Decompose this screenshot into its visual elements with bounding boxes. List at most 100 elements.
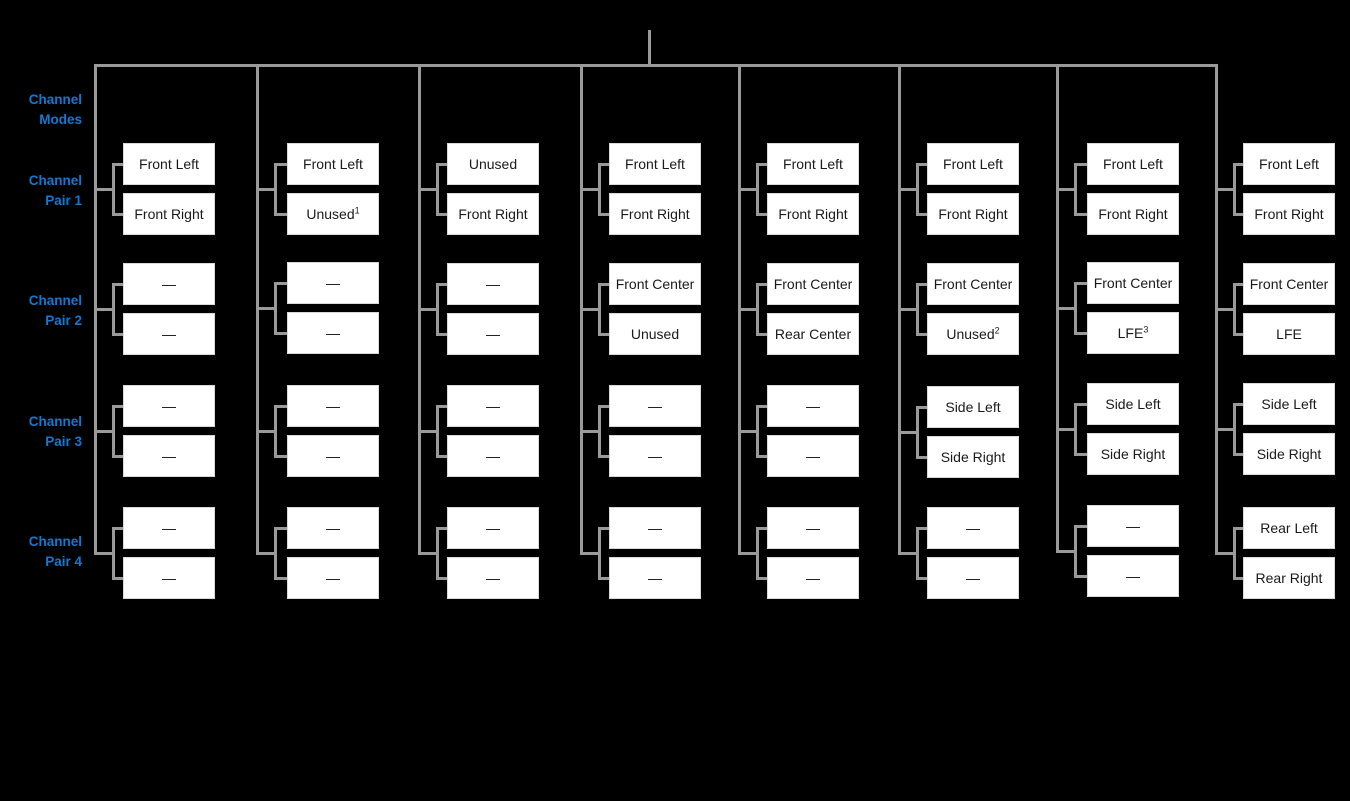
pair-bracket-mode-2-1 xyxy=(274,163,277,216)
leaf-wire-mode-3-3a xyxy=(436,405,447,408)
channel-box-mode-2-pair3-a[interactable]: — xyxy=(287,385,379,427)
pair-stem-mode-6-1 xyxy=(898,188,919,191)
channel-box-mode-1-pair3-a[interactable]: — xyxy=(123,385,215,427)
leaf-wire-mode-7-1b xyxy=(1074,213,1087,216)
channel-box-mode-7-pair3-b[interactable]: Side Right xyxy=(1087,433,1179,475)
channel-box-mode-1-pair2-b[interactable]: — xyxy=(123,313,215,355)
channel-box-label: LFE xyxy=(1276,326,1302,342)
pair-bracket-mode-7-4 xyxy=(1074,525,1077,578)
channel-box-mode-4-pair1-b[interactable]: Front Right xyxy=(609,193,701,235)
channel-box-mode-2-pair3-b[interactable]: — xyxy=(287,435,379,477)
channel-box-label: Unused1 xyxy=(306,205,360,222)
leaf-wire-mode-5-2a xyxy=(756,283,767,286)
leaf-wire-mode-2-4b xyxy=(274,577,287,580)
leaf-wire-mode-6-1a xyxy=(916,163,927,166)
channel-box-mode-5-pair3-b[interactable]: — xyxy=(767,435,859,477)
channel-box-mode-2-pair2-a[interactable]: — xyxy=(287,262,379,304)
channel-box-mode-5-pair2-b[interactable]: Rear Center xyxy=(767,313,859,355)
channel-box-label: — xyxy=(326,398,340,414)
leaf-wire-mode-1-4a xyxy=(112,527,123,530)
channel-box-mode-5-pair4-b[interactable]: — xyxy=(767,557,859,599)
channel-box-label: — xyxy=(326,448,340,464)
channel-box-label: — xyxy=(1126,518,1140,534)
channel-box-label: Unused2 xyxy=(946,325,1000,342)
channel-box-mode-1-pair4-a[interactable]: — xyxy=(123,507,215,549)
leaf-wire-mode-7-1a xyxy=(1074,163,1087,166)
channel-box-mode-1-pair2-a[interactable]: — xyxy=(123,263,215,305)
channel-box-mode-1-pair1-a[interactable]: Front Left xyxy=(123,143,215,185)
channel-box-mode-3-pair1-b[interactable]: Front Right xyxy=(447,193,539,235)
channel-box-mode-7-pair4-a[interactable]: — xyxy=(1087,505,1179,547)
channel-box-mode-3-pair3-a[interactable]: — xyxy=(447,385,539,427)
channel-box-mode-6-pair2-a[interactable]: Front Center xyxy=(927,263,1019,305)
channel-box-mode-4-pair3-b[interactable]: — xyxy=(609,435,701,477)
channel-box-mode-3-pair4-b[interactable]: — xyxy=(447,557,539,599)
channel-box-mode-2-pair2-b[interactable]: — xyxy=(287,312,379,354)
channel-box-mode-4-pair3-a[interactable]: — xyxy=(609,385,701,427)
channel-box-mode-6-pair1-b[interactable]: Front Right xyxy=(927,193,1019,235)
channel-box-mode-7-pair1-b[interactable]: Front Right xyxy=(1087,193,1179,235)
channel-box-mode-6-pair3-b[interactable]: Side Right xyxy=(927,436,1019,478)
top-bus xyxy=(94,64,1215,67)
pair-stem-mode-1-2 xyxy=(94,308,115,311)
leaf-wire-mode-6-4b xyxy=(916,577,927,580)
pair-bracket-mode-6-4 xyxy=(916,527,919,580)
channel-box-mode-6-pair4-b[interactable]: — xyxy=(927,557,1019,599)
channel-box-mode-1-pair3-b[interactable]: — xyxy=(123,435,215,477)
channel-box-label: — xyxy=(486,326,500,342)
channel-box-label: Front Left xyxy=(139,156,199,172)
channel-box-mode-5-pair3-a[interactable]: — xyxy=(767,385,859,427)
channel-box-mode-5-pair1-a[interactable]: Front Left xyxy=(767,143,859,185)
channel-box-mode-4-pair2-b[interactable]: Unused xyxy=(609,313,701,355)
channel-box-mode-7-pair2-b[interactable]: LFE3 xyxy=(1087,312,1179,354)
channel-box-mode-1-pair4-b[interactable]: — xyxy=(123,557,215,599)
leaf-wire-mode-8-3b xyxy=(1233,453,1243,456)
channel-box-label: Side Right xyxy=(1100,446,1166,462)
channel-box-mode-8-pair1-a[interactable]: Front Left xyxy=(1243,143,1335,185)
channel-box-mode-8-pair4-a[interactable]: Rear Left xyxy=(1243,507,1335,549)
channel-box-mode-7-pair4-b[interactable]: — xyxy=(1087,555,1179,597)
channel-box-label: — xyxy=(162,326,176,342)
channel-box-mode-4-pair1-a[interactable]: Front Left xyxy=(609,143,701,185)
pair-bracket-mode-3-1 xyxy=(436,163,439,216)
channel-box-label: — xyxy=(486,448,500,464)
channel-box-mode-3-pair2-a[interactable]: — xyxy=(447,263,539,305)
channel-box-mode-6-pair1-a[interactable]: Front Left xyxy=(927,143,1019,185)
channel-box-mode-2-pair1-a[interactable]: Front Left xyxy=(287,143,379,185)
channel-box-mode-6-pair3-a[interactable]: Side Left xyxy=(927,386,1019,428)
channel-box-mode-3-pair2-b[interactable]: — xyxy=(447,313,539,355)
channel-box-mode-8-pair1-b[interactable]: Front Right xyxy=(1243,193,1335,235)
pair-stem-mode-5-3 xyxy=(738,430,759,433)
channel-box-mode-5-pair2-a[interactable]: Front Center xyxy=(767,263,859,305)
channel-box-label: — xyxy=(966,570,980,586)
channel-box-mode-3-pair4-a[interactable]: — xyxy=(447,507,539,549)
channel-box-mode-8-pair3-a[interactable]: Side Left xyxy=(1243,383,1335,425)
channel-box-mode-3-pair1-a[interactable]: Unused xyxy=(447,143,539,185)
channel-box-mode-5-pair1-b[interactable]: Front Right xyxy=(767,193,859,235)
leaf-wire-mode-6-3b xyxy=(916,456,927,459)
channel-box-label: Front Center xyxy=(1249,276,1329,292)
channel-box-mode-7-pair1-a[interactable]: Front Left xyxy=(1087,143,1179,185)
channel-box-mode-4-pair4-a[interactable]: — xyxy=(609,507,701,549)
channel-box-mode-7-pair3-a[interactable]: Side Left xyxy=(1087,383,1179,425)
channel-box-mode-6-pair2-b[interactable]: Unused2 xyxy=(927,313,1019,355)
channel-box-mode-4-pair4-b[interactable]: — xyxy=(609,557,701,599)
channel-box-mode-6-pair4-a[interactable]: — xyxy=(927,507,1019,549)
channel-box-mode-1-pair1-b[interactable]: Front Right xyxy=(123,193,215,235)
channel-box-mode-8-pair2-b[interactable]: LFE xyxy=(1243,313,1335,355)
channel-box-mode-8-pair2-a[interactable]: Front Center xyxy=(1243,263,1335,305)
channel-box-mode-2-pair4-a[interactable]: — xyxy=(287,507,379,549)
channel-box-mode-2-pair4-b[interactable]: — xyxy=(287,557,379,599)
channel-box-mode-8-pair4-b[interactable]: Rear Right xyxy=(1243,557,1335,599)
leaf-wire-mode-7-2b xyxy=(1074,332,1087,335)
channel-box-mode-4-pair2-a[interactable]: Front Center xyxy=(609,263,701,305)
pair-stem-mode-8-3 xyxy=(1215,428,1236,431)
channel-box-mode-7-pair2-a[interactable]: Front Center xyxy=(1087,262,1179,304)
channel-box-label: Front Left xyxy=(303,156,363,172)
channel-box-mode-5-pair4-a[interactable]: — xyxy=(767,507,859,549)
channel-box-mode-8-pair3-b[interactable]: Side Right xyxy=(1243,433,1335,475)
channel-box-mode-2-pair1-b[interactable]: Unused1 xyxy=(287,193,379,235)
footnote-marker: 2 xyxy=(994,325,1000,336)
channel-box-mode-3-pair3-b[interactable]: — xyxy=(447,435,539,477)
